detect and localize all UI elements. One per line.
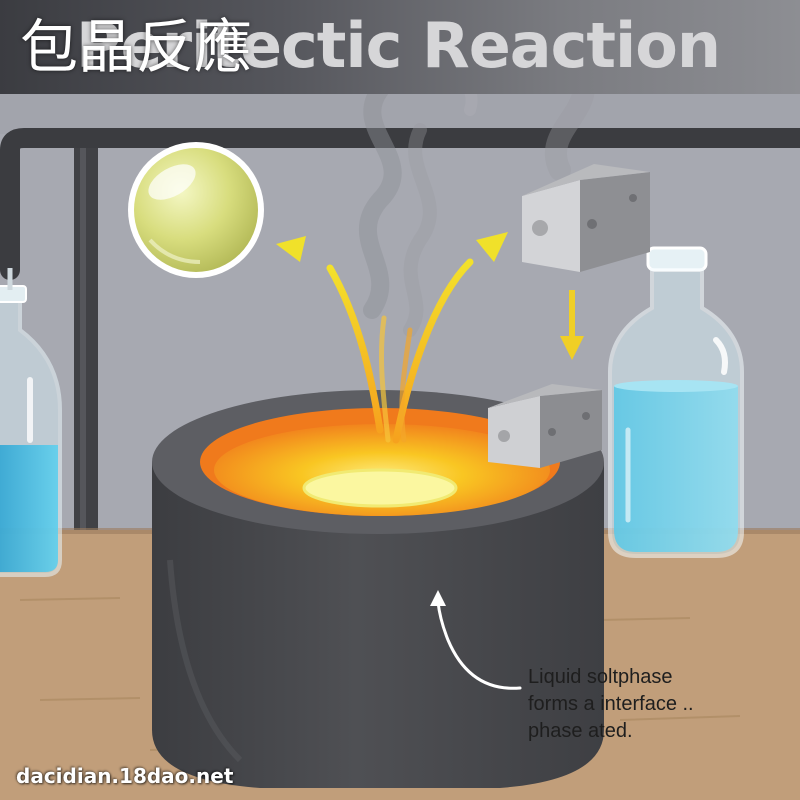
title-banner <box>0 0 800 94</box>
caption-line: Liquid soltphase <box>528 666 673 688</box>
up-left-arrow-icon <box>276 236 306 262</box>
caption-line: phase ated. <box>528 720 633 742</box>
title-chinese: 包晶反應 <box>20 13 253 81</box>
caption-line: forms a interface .. <box>528 693 694 715</box>
up-right-arrow-icon <box>476 232 508 262</box>
flame-streams <box>326 258 474 444</box>
lab-pipes <box>0 128 800 548</box>
title-english: Peritectic Reaction <box>76 9 721 82</box>
flask-icon <box>608 246 744 558</box>
watermark: dacidian.18dao.net <box>16 764 234 788</box>
caption: Liquid soltphase forms a interface .. ph… <box>528 664 788 745</box>
sphere-crystal-icon <box>128 142 264 278</box>
solid-phase-core <box>302 468 458 508</box>
curved-arrow-icon <box>430 590 522 690</box>
down-arrow-icon <box>560 290 584 360</box>
solid-block-icon <box>488 384 602 468</box>
flask-icon <box>0 268 62 577</box>
solid-block-icon <box>522 164 650 272</box>
